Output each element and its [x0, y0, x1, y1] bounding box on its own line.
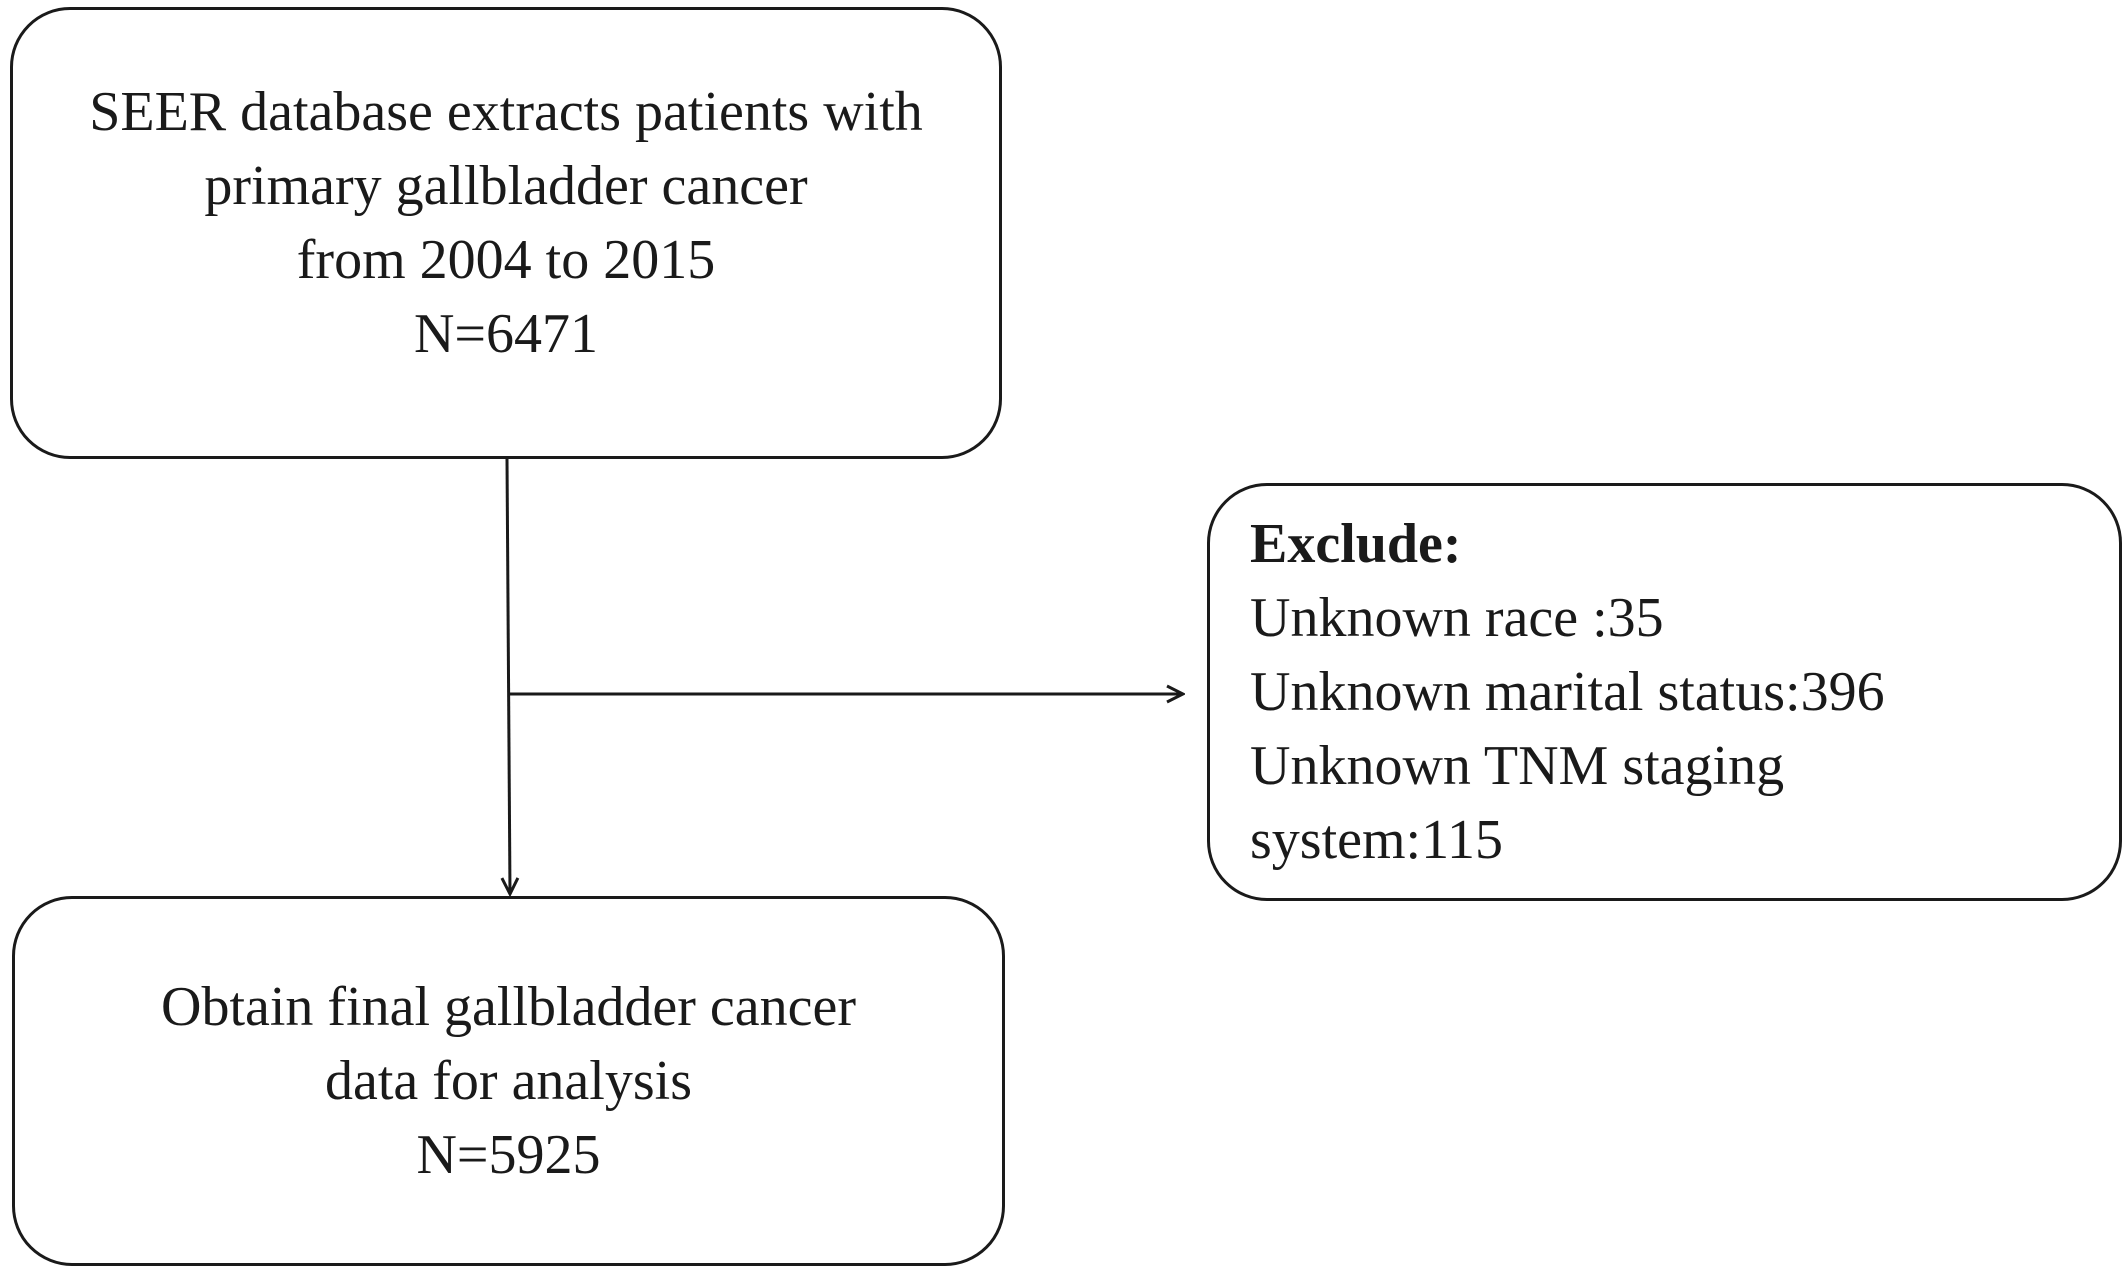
exclusion-line-4: system:115: [1250, 809, 1504, 871]
final-cohort-box: Obtain final gallbladder cancer data for…: [12, 896, 1005, 1266]
vertical-arrow-line: [507, 458, 510, 894]
source-population-box: SEER database extracts patients with pri…: [10, 7, 1002, 459]
final-line-1: Obtain final gallbladder cancer: [161, 976, 856, 1038]
exclusion-line-3: Unknown TNM staging: [1250, 735, 1785, 797]
source-line-2: primary gallbladder cancer: [204, 155, 808, 217]
exclusion-title: Exclude:: [1250, 513, 1462, 575]
final-line-3: N=5925: [416, 1124, 601, 1186]
source-line-3: from 2004 to 2015: [296, 229, 716, 291]
exclusion-line-2: Unknown marital status:396: [1250, 661, 1885, 723]
source-line-1: SEER database extracts patients with: [89, 81, 923, 143]
exclusion-box: Exclude: Unknown race :35 Unknown marita…: [1207, 483, 2122, 901]
exclusion-line-1: Unknown race :35: [1250, 587, 1664, 649]
final-line-2: data for analysis: [325, 1050, 692, 1112]
source-line-4: N=6471: [413, 303, 599, 365]
